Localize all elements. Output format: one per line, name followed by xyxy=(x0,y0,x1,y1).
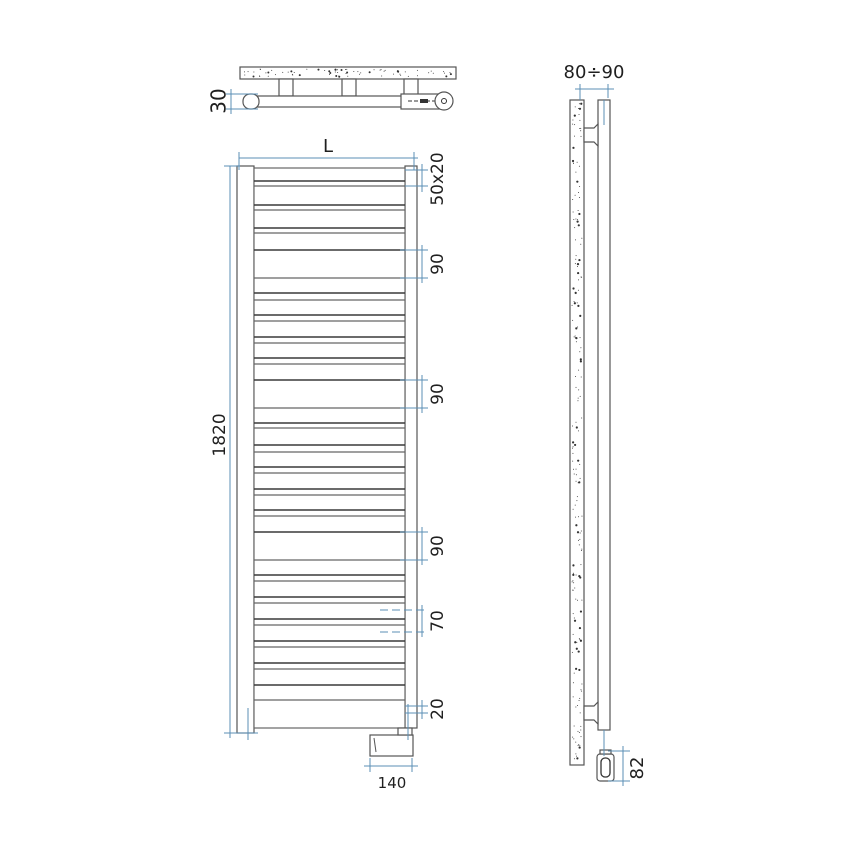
element-connector xyxy=(397,727,413,736)
bracket-left xyxy=(278,78,294,97)
heating-element xyxy=(369,734,414,757)
height-dimension-label: 1820 xyxy=(210,413,230,456)
top-view-wall xyxy=(239,66,457,80)
spacing-label-5: 20 xyxy=(428,698,448,720)
side-view-wall xyxy=(569,99,585,766)
left-upright xyxy=(236,165,255,734)
knob-center xyxy=(441,98,447,104)
spacing-label-4: 70 xyxy=(428,610,448,632)
side-element-connector xyxy=(599,749,612,755)
top-view: 30 xyxy=(207,66,457,114)
bar-frame xyxy=(253,167,406,729)
side-bracket-bottom xyxy=(583,700,599,726)
element-height-label: 82 xyxy=(627,757,648,780)
side-bracket-top xyxy=(583,122,599,148)
horizontal-bars xyxy=(254,180,405,701)
bracket-middle xyxy=(341,78,357,97)
depth-dimension-label: 30 xyxy=(207,88,231,113)
element-marker xyxy=(420,99,428,103)
side-view: 80÷90 82 xyxy=(564,62,648,786)
spacing-label-2: 90 xyxy=(428,383,448,405)
control-knob-icon xyxy=(434,91,454,111)
left-cap xyxy=(242,93,260,110)
depth-range-label: 80÷90 xyxy=(564,62,625,83)
width-dimension-label: L xyxy=(323,136,333,157)
wall-texture-side xyxy=(571,102,583,760)
wall-texture xyxy=(243,68,452,78)
side-upright xyxy=(597,99,611,731)
spacing-label-3: 90 xyxy=(428,535,448,557)
element-width-label: 140 xyxy=(378,774,407,792)
bar-section-label: 50x20 xyxy=(428,152,448,205)
spacing-label-1: 90 xyxy=(428,253,448,275)
front-view: L 1820 50x20 90 90 90 70 xyxy=(210,136,448,792)
